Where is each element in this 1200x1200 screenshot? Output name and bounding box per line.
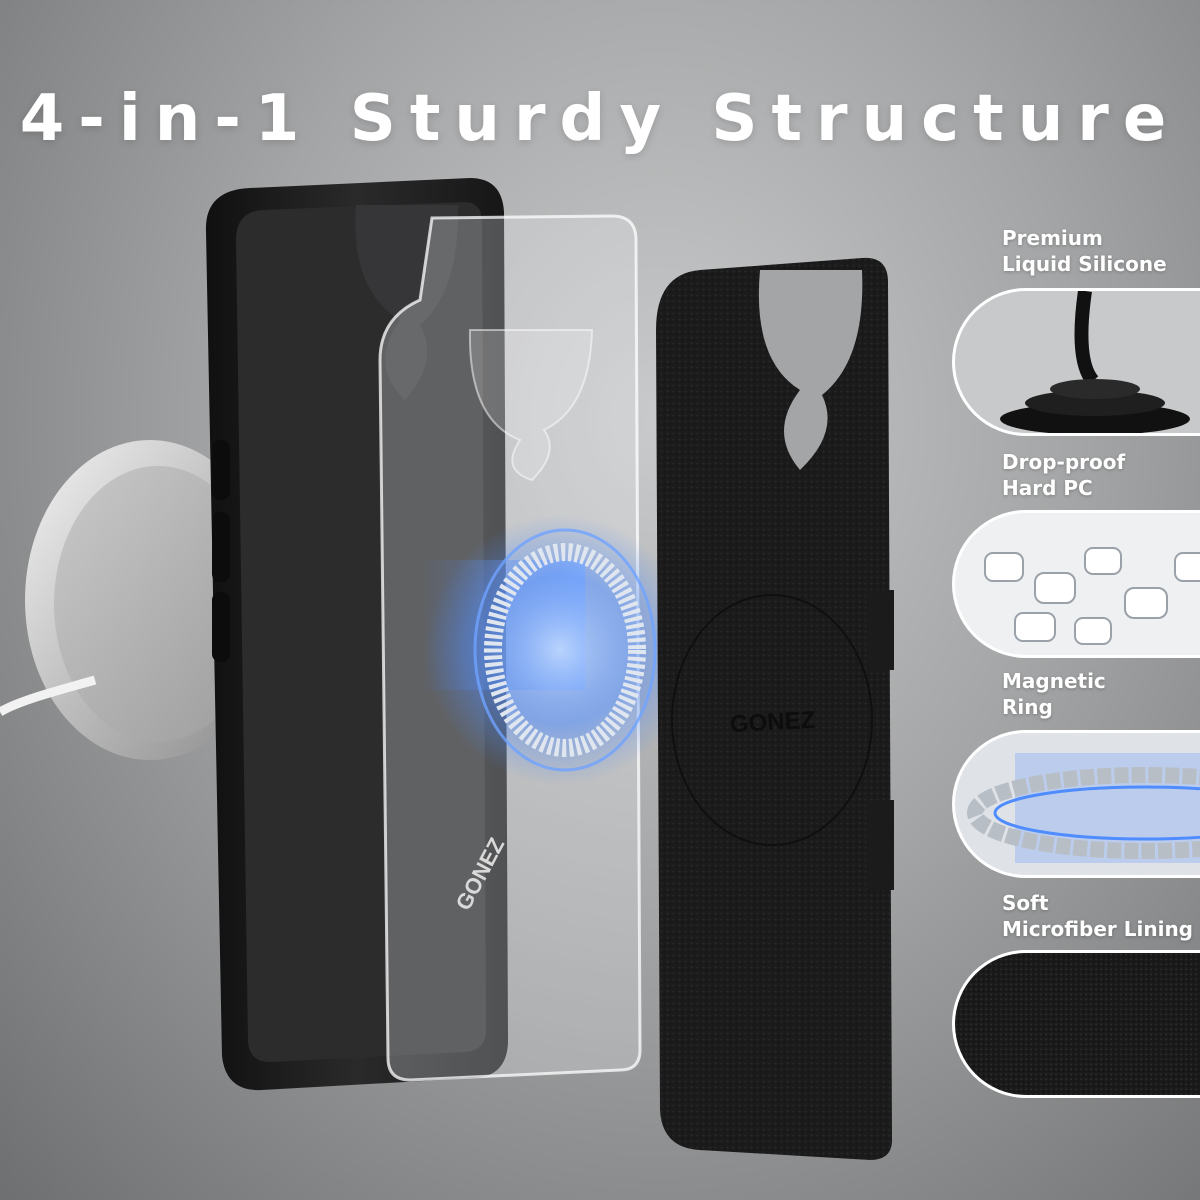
- page-headline: 4-in-1 Sturdy Structure: [19, 82, 1181, 156]
- silicone-swirl-thumbnail: [952, 288, 1200, 436]
- feature-label-pc: Drop-proof Hard PC: [1002, 450, 1126, 500]
- magnetic-ring-glow: [420, 515, 695, 785]
- silicone-case: [205, 178, 508, 1091]
- feature-label-magnetic: Magnetic Ring: [1002, 669, 1106, 719]
- microfiber-lining-panel: GONEZ: [656, 257, 894, 1160]
- lining-brand-logo: GONEZ: [729, 707, 816, 738]
- microfiber-thumbnail: [952, 950, 1200, 1098]
- magnetic-ring-thumbnail: [952, 730, 1200, 878]
- pc-pellets-thumbnail: [952, 510, 1200, 658]
- feature-label-silicone: Premium Liquid Silicone: [1002, 226, 1167, 276]
- feature-label-microfiber: Soft Microfiber Lining: [1002, 891, 1193, 941]
